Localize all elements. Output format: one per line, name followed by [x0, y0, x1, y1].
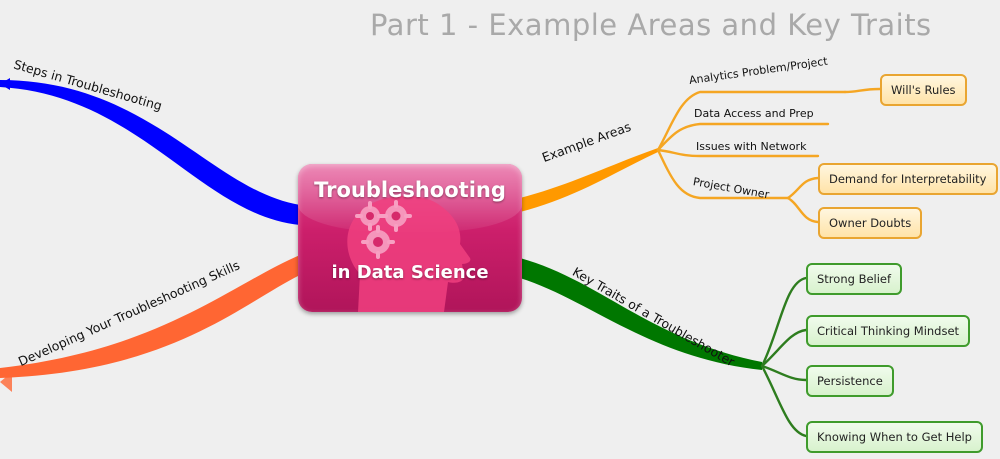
- connector-critical-thinking: [760, 328, 808, 368]
- connector-wills-rules: [843, 87, 882, 94]
- connector-network: [656, 148, 820, 158]
- sub-label-data-access[interactable]: Data Access and Prep: [694, 107, 814, 120]
- branch-example-areas-line: [520, 148, 658, 212]
- branch-key-traits-line: [520, 258, 762, 370]
- head-with-gears-icon: [347, 195, 471, 312]
- connector-persistence: [760, 364, 808, 382]
- central-topic[interactable]: Troubleshooting in Data Science: [298, 164, 522, 312]
- branch-developing-tail: [0, 372, 12, 392]
- branch-developing-line: [0, 255, 300, 378]
- connector-demand: [786, 176, 820, 200]
- central-title-line1: Troubleshooting: [314, 178, 506, 202]
- connector-project-owner: [656, 148, 790, 200]
- leaf-demand-for-interpretability[interactable]: Demand for Interpretability: [818, 163, 998, 195]
- branch-steps-tail: [0, 78, 10, 90]
- connector-analytics: [656, 90, 847, 152]
- branch-steps-line: [0, 80, 300, 225]
- head-silhouette: [347, 195, 471, 312]
- central-title-line2: in Data Science: [331, 262, 489, 283]
- leaf-knowing-when-to-get-help[interactable]: Knowing When to Get Help: [806, 421, 983, 453]
- page-title: Part 1 - Example Areas and Key Traits: [370, 8, 932, 42]
- leaf-persistence[interactable]: Persistence: [806, 365, 894, 397]
- connector-strong-belief: [760, 276, 808, 368]
- connector-knowing-help: [760, 364, 808, 438]
- connector-data-access: [656, 122, 830, 152]
- leaf-owner-doubts[interactable]: Owner Doubts: [818, 207, 923, 239]
- leaf-critical-thinking-mindset[interactable]: Critical Thinking Mindset: [806, 315, 971, 347]
- leaf-strong-belief[interactable]: Strong Belief: [806, 263, 903, 295]
- sub-label-network[interactable]: Issues with Network: [696, 140, 807, 153]
- connector-owner-doubts: [786, 196, 820, 224]
- leaf-wills-rules[interactable]: Will's Rules: [880, 74, 967, 106]
